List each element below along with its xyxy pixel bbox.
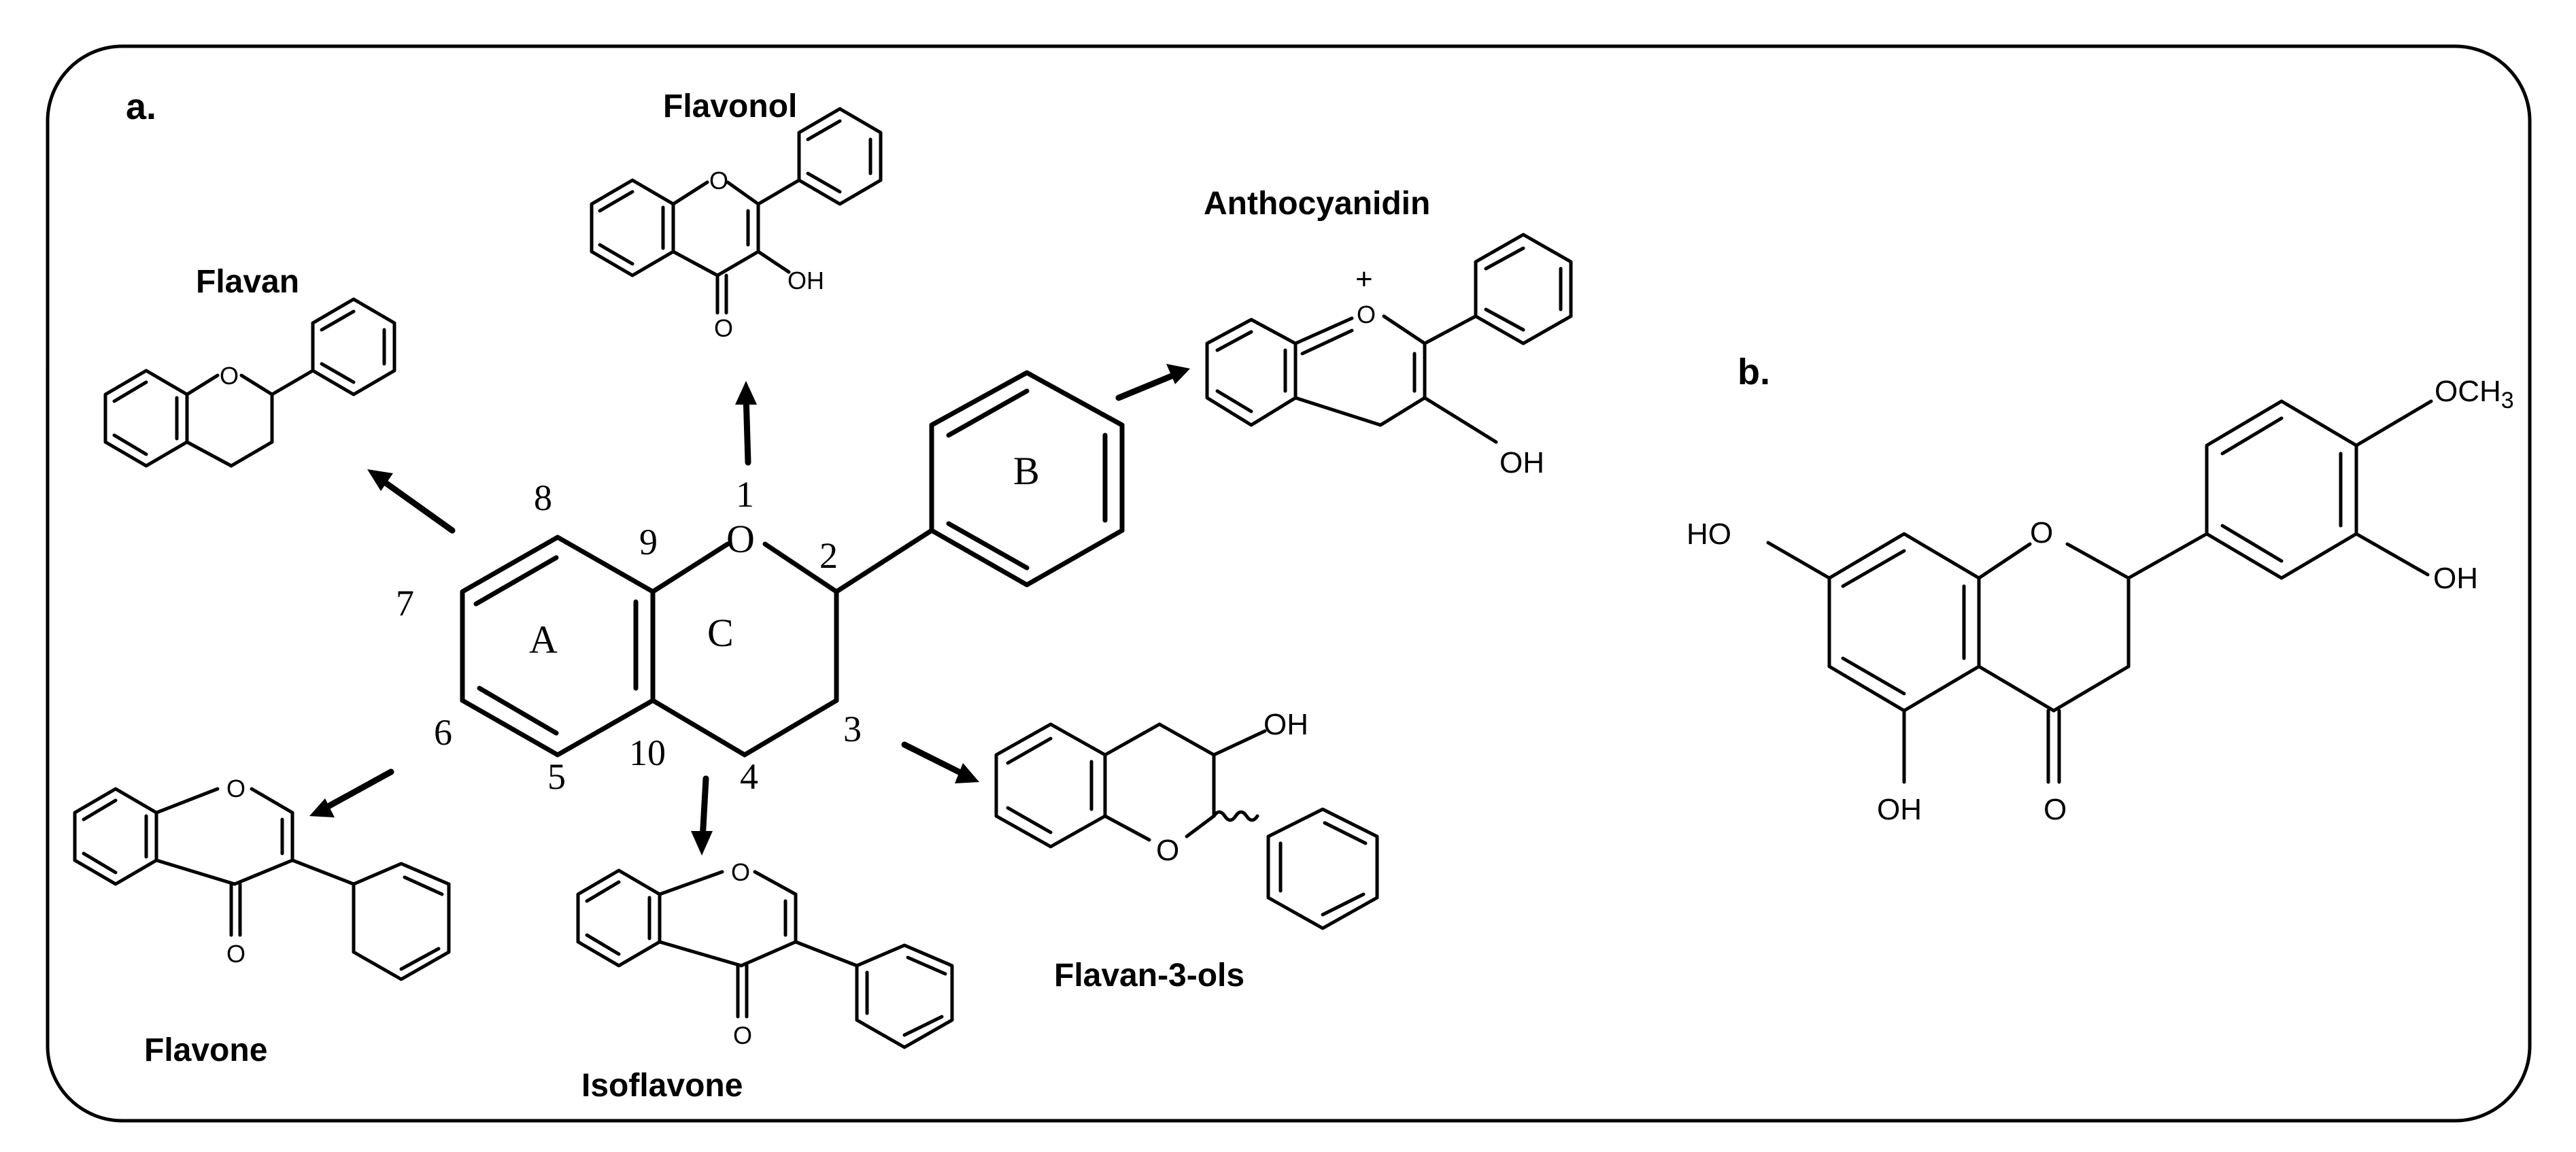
flavan3ols-title: Flavan-3-ols bbox=[1054, 958, 1244, 994]
figure-frame bbox=[46, 44, 2532, 1123]
ring-c-label: C bbox=[707, 611, 734, 655]
position-10: 10 bbox=[629, 732, 666, 773]
position-6: 6 bbox=[434, 712, 452, 753]
flavone-carbonyl-oxygen: O bbox=[226, 940, 245, 968]
position-5: 5 bbox=[547, 756, 566, 797]
position-9: 9 bbox=[639, 522, 658, 562]
reaction-arrows bbox=[309, 364, 1190, 855]
panel-b-ho-left: HO bbox=[1687, 518, 1731, 551]
ring-b-label: B bbox=[1013, 449, 1040, 493]
flavonol-ring-oxygen: O bbox=[709, 167, 728, 194]
isoflavone-title: Isoflavone bbox=[581, 1068, 743, 1104]
flavone-title: Flavone bbox=[144, 1032, 267, 1068]
panel-b-structure bbox=[1766, 399, 2433, 784]
flavan-structure bbox=[103, 297, 396, 468]
panel-b-oh-right: OH bbox=[2433, 562, 2478, 595]
core-structure bbox=[460, 370, 1125, 758]
position-7: 7 bbox=[396, 583, 414, 624]
anthocyanidin-title: Anthocyanidin bbox=[1204, 186, 1430, 222]
flavan3ols-oh: OH bbox=[1264, 708, 1308, 741]
position-4: 4 bbox=[740, 756, 758, 797]
core-oxygen: O bbox=[726, 517, 755, 561]
flavan3ols-ring-oxygen: O bbox=[1156, 834, 1179, 867]
flavan3ols-structure bbox=[994, 722, 1379, 930]
anthocyanidin-structure bbox=[1205, 233, 1573, 444]
anthocyanidin-ring-oxygen: O bbox=[1357, 301, 1376, 328]
flavone-structure bbox=[73, 787, 451, 981]
panel-b-methoxy: OCH3 bbox=[2435, 375, 2514, 413]
position-2: 2 bbox=[819, 535, 838, 576]
panel-b-carbonyl-oxygen: O bbox=[2044, 793, 2067, 826]
anthocyanidin-charge: + bbox=[1355, 262, 1373, 296]
flavone-ring-oxygen: O bbox=[226, 775, 245, 802]
isoflavone-carbonyl-oxygen: O bbox=[733, 1021, 752, 1049]
anthocyanidin-oh: OH bbox=[1499, 446, 1544, 479]
position-1: 1 bbox=[736, 474, 754, 515]
flavonol-carbonyl-oxygen: O bbox=[714, 314, 733, 342]
isoflavone-structure bbox=[576, 868, 954, 1049]
panel-b-methoxy-subscript: 3 bbox=[2501, 388, 2514, 413]
flavonol-oh: OH bbox=[787, 267, 824, 294]
flavan-title: Flavan bbox=[196, 264, 299, 300]
ring-a-label: A bbox=[529, 617, 558, 662]
isoflavone-ring-oxygen: O bbox=[731, 858, 750, 886]
flavonol-structure bbox=[590, 107, 883, 315]
panel-a-label: a. bbox=[126, 86, 156, 127]
flavonol-title: Flavonol bbox=[663, 88, 797, 124]
panel-b-ring-oxygen: O bbox=[2030, 516, 2053, 549]
panel-b-methoxy-main: OCH bbox=[2435, 375, 2501, 408]
flavan-ring-oxygen: O bbox=[220, 362, 239, 390]
position-8: 8 bbox=[534, 477, 552, 518]
position-3: 3 bbox=[843, 709, 862, 749]
panel-b-oh-bottom: OH bbox=[1877, 793, 1922, 826]
panel-b-label: b. bbox=[1738, 352, 1770, 392]
